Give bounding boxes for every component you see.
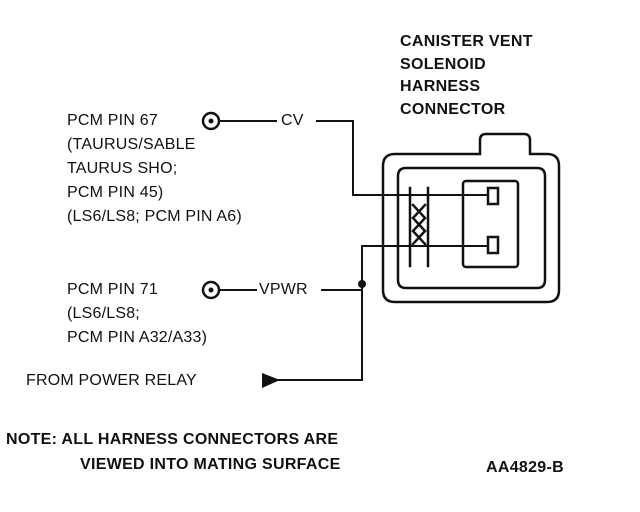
pin71-line-2: (LS6/LS8; [67, 305, 140, 322]
pin71-line-3: PCM PIN A32/A33) [67, 329, 208, 346]
harness-connector-body [381, 132, 561, 304]
vpwr-label: VPWR [259, 281, 308, 298]
pin67-line-5: (LS6/LS8; PCM PIN A6) [67, 208, 242, 225]
pin67-line-1: PCM PIN 67 [67, 112, 158, 129]
pcm-pin71-terminal [201, 280, 221, 300]
connector-title-line-2: SOLENOID [400, 56, 486, 73]
power-relay-wire [262, 373, 363, 388]
connector-title-line-3: HARNESS [400, 78, 481, 95]
connector-title-line-1: CANISTER VENT [400, 33, 533, 50]
pin67-line-3: TAURUS SHO; [67, 160, 178, 177]
pin67-line-2: (TAURUS/SABLE [67, 136, 196, 153]
pcm-pin67-terminal [201, 111, 221, 131]
power-relay-label: FROM POWER RELAY [26, 372, 197, 389]
figure-id: AA4829-B [486, 459, 564, 476]
pin67-line-4: PCM PIN 45) [67, 184, 164, 201]
note-line-1: NOTE: ALL HARNESS CONNECTORS ARE [6, 431, 339, 448]
connector-title-line-4: CONNECTOR [400, 101, 506, 118]
cv-label: CV [281, 112, 304, 129]
cv-wire [218, 120, 498, 196]
vpwr-wire [218, 245, 498, 381]
pin71-line-1: PCM PIN 71 [67, 281, 158, 298]
note-line-2: VIEWED INTO MATING SURFACE [80, 456, 341, 473]
